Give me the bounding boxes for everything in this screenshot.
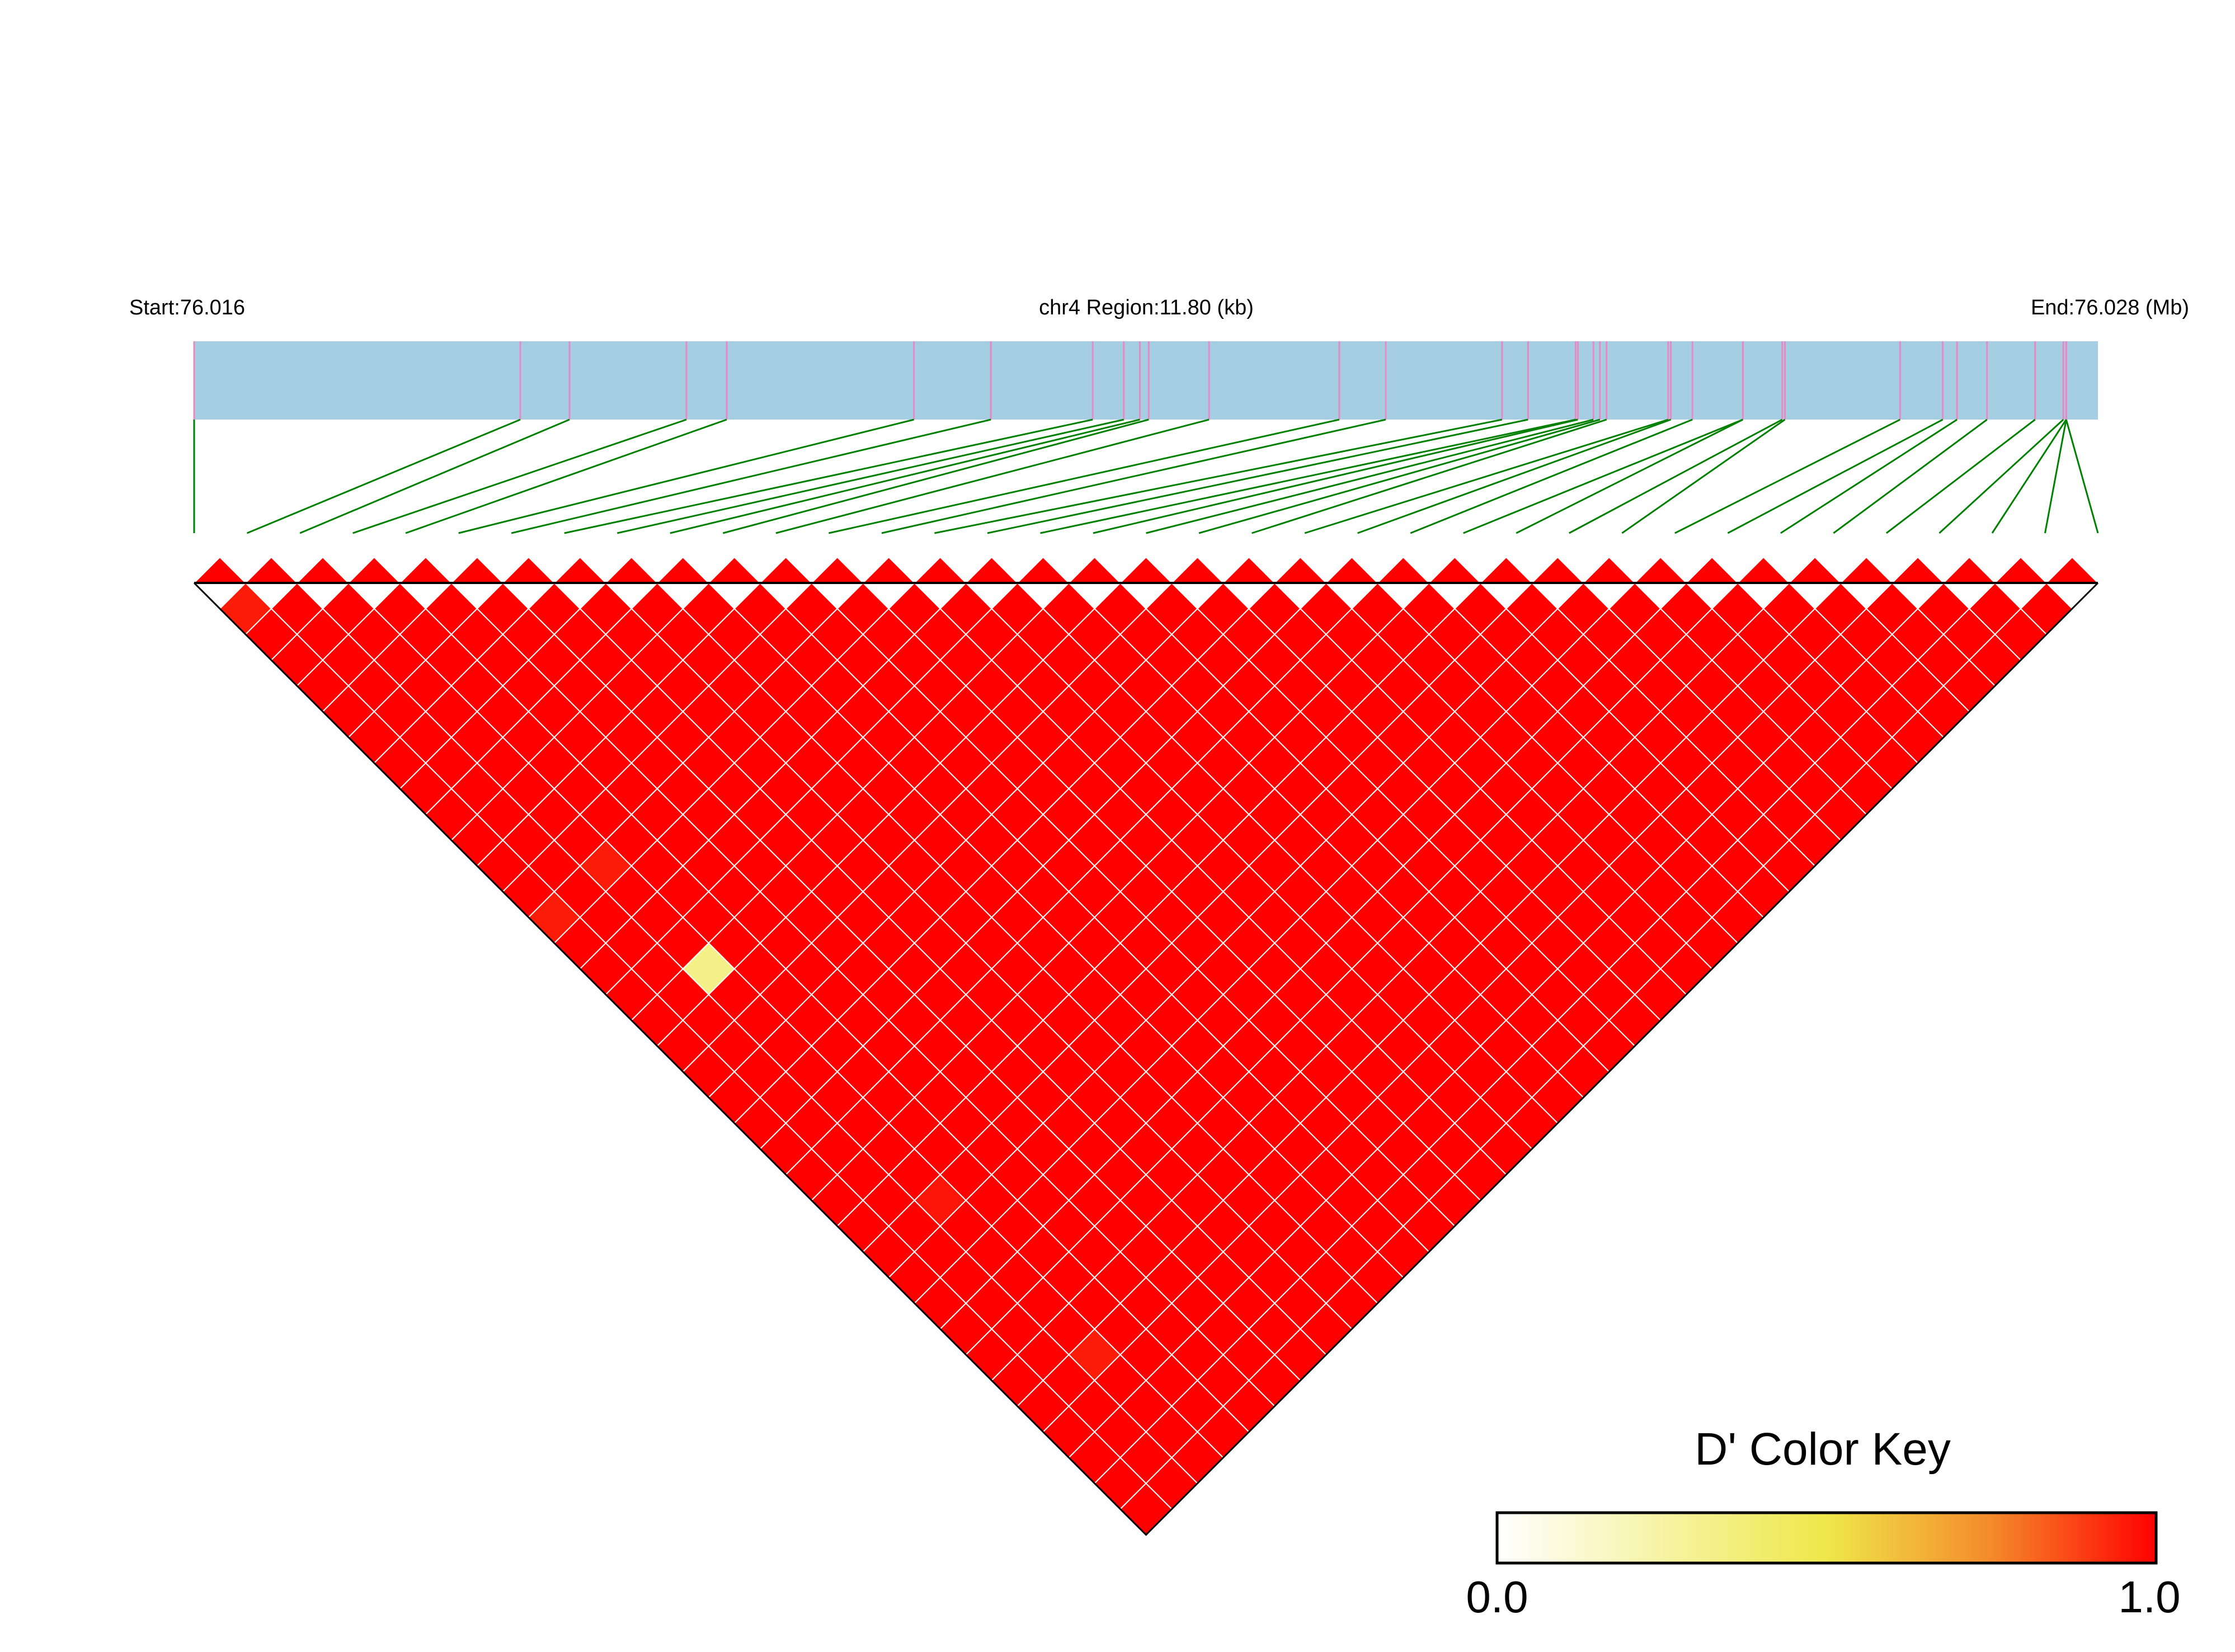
- snp-connector-line: [2044, 419, 2067, 534]
- snp-marker: [1787, 556, 1842, 583]
- snp-marker: [347, 556, 402, 583]
- ld-cells: [219, 582, 2073, 1536]
- snp-marker: [862, 556, 916, 583]
- snp-marker: [398, 556, 453, 583]
- snp-connector-line: [1093, 418, 1578, 534]
- snp-marker: [1067, 556, 1122, 583]
- snp-marker: [656, 556, 711, 583]
- snp-marker: [1633, 556, 1688, 583]
- snp-connector-line: [1621, 418, 1786, 534]
- color-key-title: D' Color Key: [1695, 1424, 1951, 1475]
- snp-marker: [295, 556, 350, 583]
- snp-marker: [1324, 556, 1379, 583]
- snp-connector-lines: [193, 418, 2099, 534]
- snp-connector-line: [987, 418, 1528, 534]
- snp-marker: [1479, 556, 1533, 583]
- snp-marker: [1530, 556, 1585, 583]
- snp-marker: [2045, 556, 2100, 583]
- snp-connector-line: [299, 418, 570, 534]
- triangle-outline: [193, 582, 2099, 1536]
- snp-marker: [244, 556, 299, 583]
- snp-marker: [1119, 556, 1173, 583]
- snp-marker: [1942, 556, 1997, 583]
- snp-connector-line: [1780, 418, 1958, 534]
- snp-marker: [810, 556, 865, 583]
- snp-marker: [1736, 556, 1791, 583]
- snp-connector-line: [1569, 418, 1783, 534]
- snp-connector-line: [1727, 418, 1944, 534]
- snp-connector-line: [775, 418, 1210, 534]
- snp-connector-line: [1198, 418, 1601, 534]
- region-title-label: chr4 Region:11.80 (kb): [1039, 296, 1254, 319]
- region-end-label: End:76.028 (Mb): [2031, 296, 2189, 319]
- snp-marker: [501, 556, 556, 583]
- snp-marker: [759, 556, 813, 583]
- color-key-max-label: 1.0: [2118, 1572, 2180, 1622]
- snp-connector-line: [1833, 418, 1988, 534]
- snp-marker: [1839, 556, 1894, 583]
- snp-connector-line: [405, 418, 727, 534]
- snp-marker: [964, 556, 1019, 583]
- snp-marker: [1016, 556, 1070, 583]
- snp-connector-line: [1885, 418, 2036, 534]
- snp-connector-line: [352, 418, 687, 534]
- snp-connector-line: [2065, 419, 2099, 534]
- snp-marker: [553, 556, 608, 583]
- snp-connector-line: [617, 418, 1124, 534]
- snp-connector-line: [1516, 418, 1744, 534]
- snp-connector-line: [564, 418, 1093, 534]
- snp-connector-line: [1991, 419, 2067, 534]
- snp-marker: [1685, 556, 1739, 583]
- snp-marker: [1170, 556, 1225, 583]
- snp-connector-line: [1463, 418, 1743, 534]
- snp-marker: [1376, 556, 1431, 583]
- snp-connector-line: [246, 418, 521, 534]
- snp-connector-line: [1674, 418, 1901, 534]
- snp-marker: [1582, 556, 1636, 583]
- snp-connector-line: [881, 418, 1386, 534]
- snp-marker: [192, 556, 247, 583]
- snp-marker: [1222, 556, 1276, 583]
- snp-connector-line: [722, 418, 1149, 534]
- snp-connector-line: [829, 418, 1340, 534]
- color-key-gradient: [1495, 1511, 2158, 1565]
- color-key-min-label: 0.0: [1466, 1572, 1528, 1622]
- snp-marker: [1890, 556, 1945, 583]
- snp-connector-line: [1304, 418, 1669, 534]
- snp-marker: [1273, 556, 1328, 583]
- snp-connector-line: [458, 418, 914, 534]
- snp-connector-line: [934, 418, 1503, 534]
- snp-connector-line: [1251, 418, 1607, 534]
- gene-bar: [194, 341, 2098, 420]
- snp-connector-line: [1146, 418, 1594, 534]
- snp-marker: [913, 556, 968, 583]
- snp-markers: [192, 556, 2100, 583]
- snp-marker: [450, 556, 505, 583]
- snp-marker: [1993, 556, 2048, 583]
- color-key: D' Color Key 0.0 1.0: [1466, 1424, 2180, 1622]
- snp-connector-line: [1938, 418, 2064, 534]
- region-start-label: Start:76.016: [129, 296, 245, 319]
- snp-connector-line: [511, 418, 991, 534]
- snp-marker: [707, 556, 762, 583]
- snp-connector-line: [670, 418, 1140, 534]
- snp-connector-line: [1410, 418, 1693, 534]
- gene-track: [193, 341, 2098, 420]
- snp-marker: [604, 556, 659, 583]
- snp-connector-line: [1357, 418, 1672, 534]
- snp-marker: [1427, 556, 1482, 583]
- triangle-border: [193, 582, 2099, 1536]
- snp-connector-line: [1040, 418, 1576, 534]
